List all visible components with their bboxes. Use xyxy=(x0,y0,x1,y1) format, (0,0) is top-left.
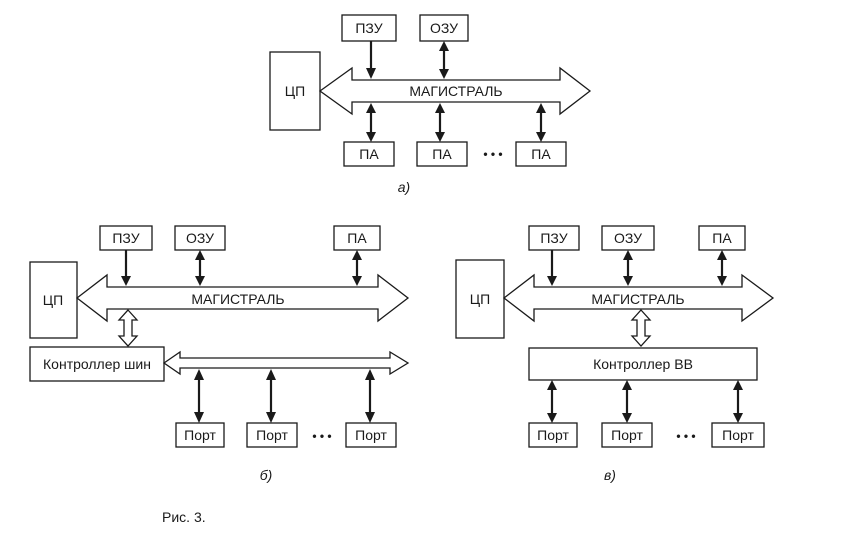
rom-label-a: ПЗУ xyxy=(355,20,382,36)
port-box-c3 xyxy=(711,422,765,448)
hollow-link-b xyxy=(117,309,139,347)
pa2-arrowhead-down-a xyxy=(435,132,445,142)
port-box-b3 xyxy=(345,422,397,448)
caption-c: в) xyxy=(604,467,616,483)
ram-arrowhead-up-c xyxy=(623,250,633,260)
diagram-a: ПЗУ ОЗУ ЦП МАГИСТРАЛЬ ПА ПА • • • ПА а) xyxy=(269,14,592,195)
port-box-b2 xyxy=(246,422,298,448)
pa-box-c xyxy=(698,225,746,251)
port1-arrowhead-up-c xyxy=(547,380,557,390)
bus-label-c: МАГИСТРАЛЬ xyxy=(591,291,684,307)
port-label-b1: Порт xyxy=(184,427,216,443)
pa-arrowhead-up-c xyxy=(717,250,727,260)
cpu-box-a xyxy=(269,51,321,131)
bus-label-b: МАГИСТРАЛЬ xyxy=(191,291,284,307)
local-bus-arrow-b xyxy=(162,350,410,376)
port2-arrowhead-up-c xyxy=(622,380,632,390)
ram-arrowhead-up-b xyxy=(195,250,205,260)
rom-label-b: ПЗУ xyxy=(112,230,139,246)
diagram-c: ПЗУ ОЗУ ПА ЦП МАГИСТРАЛЬ Контроллер ВВ П… xyxy=(455,225,775,483)
pa-label-a1: ПА xyxy=(359,146,379,162)
pa1-arrowhead-up-a xyxy=(366,103,376,113)
pa1-arrowhead-down-a xyxy=(366,132,376,142)
port2-arrowhead-up-b xyxy=(266,369,276,380)
ram-label-b: ОЗУ xyxy=(186,230,214,246)
port3-arrowhead-down-c xyxy=(733,413,743,423)
port-label-c2: Порт xyxy=(611,427,643,443)
pa-label-a2: ПА xyxy=(432,146,452,162)
port2-arrowhead-down-c xyxy=(622,413,632,423)
ram-label-c: ОЗУ xyxy=(614,230,642,246)
cpu-label-c: ЦП xyxy=(470,291,490,307)
port3-arrowhead-down-b xyxy=(365,412,375,423)
figure-caption: Рис. 3. xyxy=(162,509,206,525)
port-label-c3: Порт xyxy=(722,427,754,443)
caption-a: а) xyxy=(398,179,410,195)
cpu-label-a: ЦП xyxy=(285,83,305,99)
bus-arrow-c xyxy=(502,273,775,323)
rom-box-a xyxy=(341,14,397,42)
cpu-box-b xyxy=(29,261,78,339)
port-box-c1 xyxy=(528,422,578,448)
port1-arrowhead-up-b xyxy=(194,369,204,380)
pa-box-a1 xyxy=(343,141,395,167)
pa-label-c: ПА xyxy=(712,230,732,246)
pa-arrowhead-down-c xyxy=(717,276,727,286)
pa2-arrowhead-up-a xyxy=(435,103,445,113)
bus-label-a: МАГИСТРАЛЬ xyxy=(409,83,502,99)
port-box-c2 xyxy=(601,422,653,448)
ram-arrowhead-down-c xyxy=(623,276,633,286)
diagram-b: ПЗУ ОЗУ ПА ЦП МАГИСТРАЛЬ Контроллер шин xyxy=(29,225,410,483)
bus-arrow-b xyxy=(75,273,410,323)
cpu-box-c xyxy=(455,259,505,339)
pa3-arrowhead-up-a xyxy=(536,103,546,113)
io-controller-box xyxy=(528,347,758,381)
bus-controller-box xyxy=(29,346,165,382)
pa-label-a3: ПА xyxy=(531,146,551,162)
io-controller-label: Контроллер ВВ xyxy=(593,356,693,372)
ram-arrowhead-down-b xyxy=(195,276,205,286)
ellipsis-c: • • • xyxy=(676,429,695,443)
caption-b: б) xyxy=(260,467,273,483)
rom-arrowhead-c xyxy=(547,276,557,286)
bus-arrow-a xyxy=(318,66,592,116)
pa-box-a3 xyxy=(515,141,567,167)
port-label-c1: Порт xyxy=(537,427,569,443)
rom-box-c xyxy=(528,225,580,251)
port3-arrowhead-up-c xyxy=(733,380,743,390)
rom-label-c: ПЗУ xyxy=(540,230,567,246)
pa-arrowhead-up-b xyxy=(352,250,362,260)
port2-arrowhead-down-b xyxy=(266,412,276,423)
rom-arrowhead-b xyxy=(121,276,131,286)
port-label-b2: Порт xyxy=(256,427,288,443)
pa-box-a2 xyxy=(416,141,468,167)
port1-arrowhead-down-b xyxy=(194,412,204,423)
ram-arrowhead-down-a xyxy=(439,69,449,79)
pa3-arrowhead-down-a xyxy=(536,132,546,142)
bus-controller-label: Контроллер шин xyxy=(43,356,151,372)
ram-arrowhead-up-a xyxy=(439,41,449,51)
hollow-link-c xyxy=(630,309,652,347)
cpu-label-b: ЦП xyxy=(43,292,63,308)
port3-arrowhead-up-b xyxy=(365,369,375,380)
ellipsis-b: • • • xyxy=(312,429,331,443)
ellipsis-a: • • • xyxy=(483,147,502,161)
port-box-b1 xyxy=(175,422,225,448)
ram-label-a: ОЗУ xyxy=(430,20,458,36)
port1-arrowhead-down-c xyxy=(547,413,557,423)
pa-arrowhead-down-b xyxy=(352,276,362,286)
port-label-b3: Порт xyxy=(355,427,387,443)
rom-arrowhead-a xyxy=(366,68,376,79)
pa-label-b: ПА xyxy=(347,230,367,246)
